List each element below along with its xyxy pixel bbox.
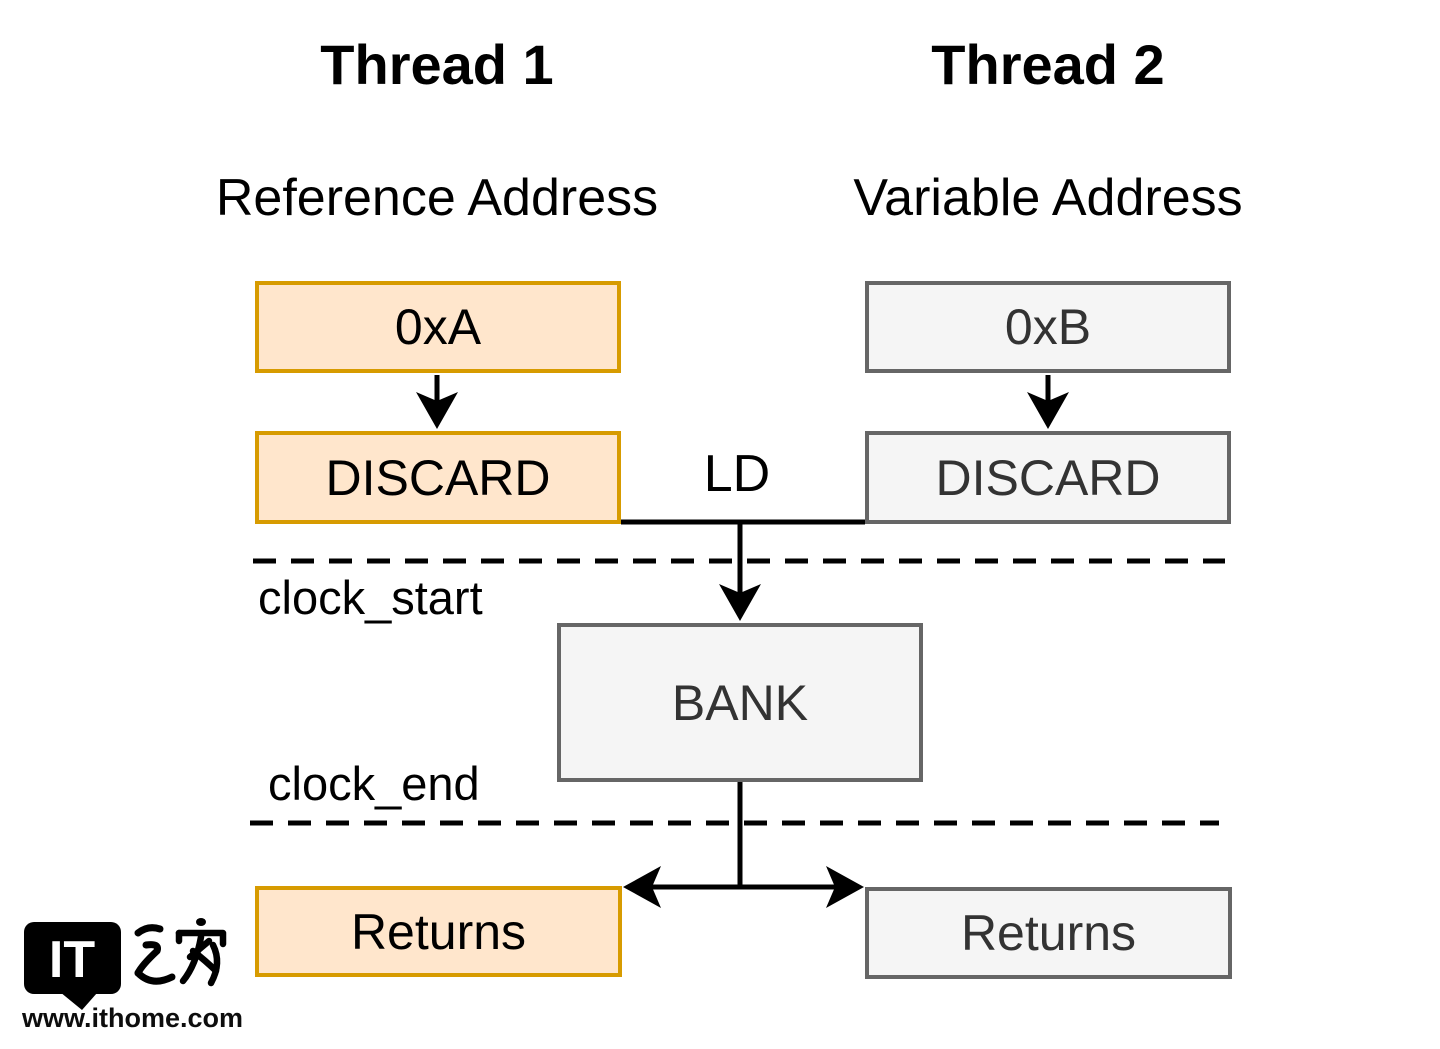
arrow-ld-to-bank-head-icon bbox=[719, 584, 761, 621]
t2-returns-label: Returns bbox=[960, 905, 1137, 961]
ithome-logo-short-text: IT bbox=[49, 931, 95, 989]
arrow-bank-to-t1-returns-head-icon bbox=[623, 866, 661, 908]
thread2-subtitle: Variable Address bbox=[853, 169, 1243, 227]
thread1-title: Thread 1 bbox=[320, 33, 554, 96]
t1-address-label: 0xA bbox=[394, 299, 482, 355]
t2-address-box: 0xB bbox=[865, 281, 1231, 373]
t2-address-label: 0xB bbox=[1004, 299, 1092, 355]
ithome-logo-cjk-jia-icon bbox=[175, 918, 227, 987]
t2-returns-box: Returns bbox=[865, 887, 1232, 979]
ithome-logo: IT bbox=[24, 918, 227, 1010]
t2-discard-box: DISCARD bbox=[865, 431, 1231, 524]
t1-discard-label: DISCARD bbox=[325, 449, 551, 506]
ithome-logo-cjk-zhi-icon bbox=[134, 924, 176, 985]
t1-address-box: 0xA bbox=[255, 281, 621, 373]
arrow-t2-address-to-discard-head-icon bbox=[1027, 392, 1069, 429]
arrow-bank-to-t2-returns-head-icon bbox=[826, 866, 864, 908]
t1-returns-box: Returns bbox=[255, 886, 622, 977]
t1-discard-box: DISCARD bbox=[255, 431, 621, 524]
arrow-t1-address-to-discard-head-icon bbox=[416, 392, 458, 429]
t2-discard-label: DISCARD bbox=[935, 449, 1161, 506]
thread1-subtitle: Reference Address bbox=[215, 169, 659, 227]
ld-label: LD bbox=[703, 445, 771, 503]
ithome-logo-bubble-tail bbox=[60, 992, 97, 1010]
ithome-url-text: www.ithome.com bbox=[22, 1003, 244, 1033]
clock-start-label: clock_start bbox=[258, 571, 483, 624]
bank-box: BANK bbox=[557, 623, 923, 782]
ithome-watermark: IT www.ithome.com bbox=[20, 913, 250, 1049]
thread2-title: Thread 2 bbox=[931, 33, 1165, 96]
ithome-logo-bubble bbox=[24, 922, 121, 994]
bank-label: BANK bbox=[671, 674, 809, 731]
t1-returns-label: Returns bbox=[350, 903, 527, 960]
clock-end-label: clock_end bbox=[268, 757, 480, 810]
